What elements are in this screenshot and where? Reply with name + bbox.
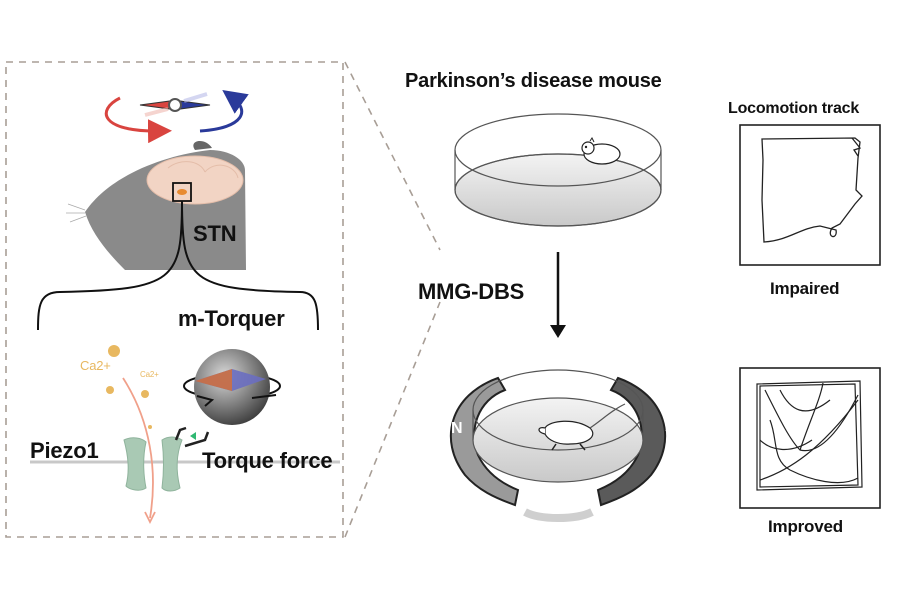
right-panel-title: Locomotion track xyxy=(728,100,860,117)
brain-shape xyxy=(146,155,244,205)
rotation-arrow-blue xyxy=(199,89,249,133)
active-mouse-icon xyxy=(538,403,626,451)
track-path-impaired xyxy=(761,137,863,243)
stn-region xyxy=(177,189,187,195)
connector-line-bottom xyxy=(344,301,441,538)
center-panel-title: Parkinson’s disease mouse xyxy=(405,70,662,92)
improved-label: Improved xyxy=(768,517,843,536)
piezo1-left-subunit xyxy=(123,437,147,491)
calcium-ion xyxy=(108,345,120,357)
mmg-dbs-label: MMG-DBS xyxy=(418,279,525,304)
impaired-label: Impaired xyxy=(770,279,840,298)
torque-force-label: Torque force xyxy=(202,448,333,473)
magnet-pivot xyxy=(168,98,182,112)
calcium-ion xyxy=(141,390,149,398)
rotation-arrow-red xyxy=(104,96,172,144)
calcium-ion xyxy=(106,386,114,394)
brace-left xyxy=(37,200,183,331)
track-path-improved xyxy=(756,380,863,491)
piezo1-label: Piezo1 xyxy=(30,438,99,463)
resting-mouse-icon xyxy=(581,137,621,165)
calcium-ion xyxy=(148,425,152,429)
mouse-ear xyxy=(193,141,212,150)
connector-line-top xyxy=(344,61,441,251)
calcium-label-large: Ca2+ xyxy=(80,358,111,373)
magnet-south xyxy=(596,376,667,507)
brace-right xyxy=(181,200,319,331)
m-torquer-label: m-Torquer xyxy=(178,306,285,331)
magnet-north xyxy=(449,376,520,507)
dish-rim xyxy=(454,113,662,187)
calcium-label-small: Ca2+ xyxy=(140,370,159,379)
stn-label: STN xyxy=(193,221,237,246)
magnet-north-label: N xyxy=(451,420,463,437)
dashed-zoom-box xyxy=(5,61,344,538)
track-frame-impaired xyxy=(739,124,881,266)
ion-flow-path xyxy=(122,377,154,519)
force-indicator xyxy=(190,432,196,440)
torque-arrow xyxy=(174,426,187,441)
magnet-south-label: S xyxy=(665,420,676,437)
